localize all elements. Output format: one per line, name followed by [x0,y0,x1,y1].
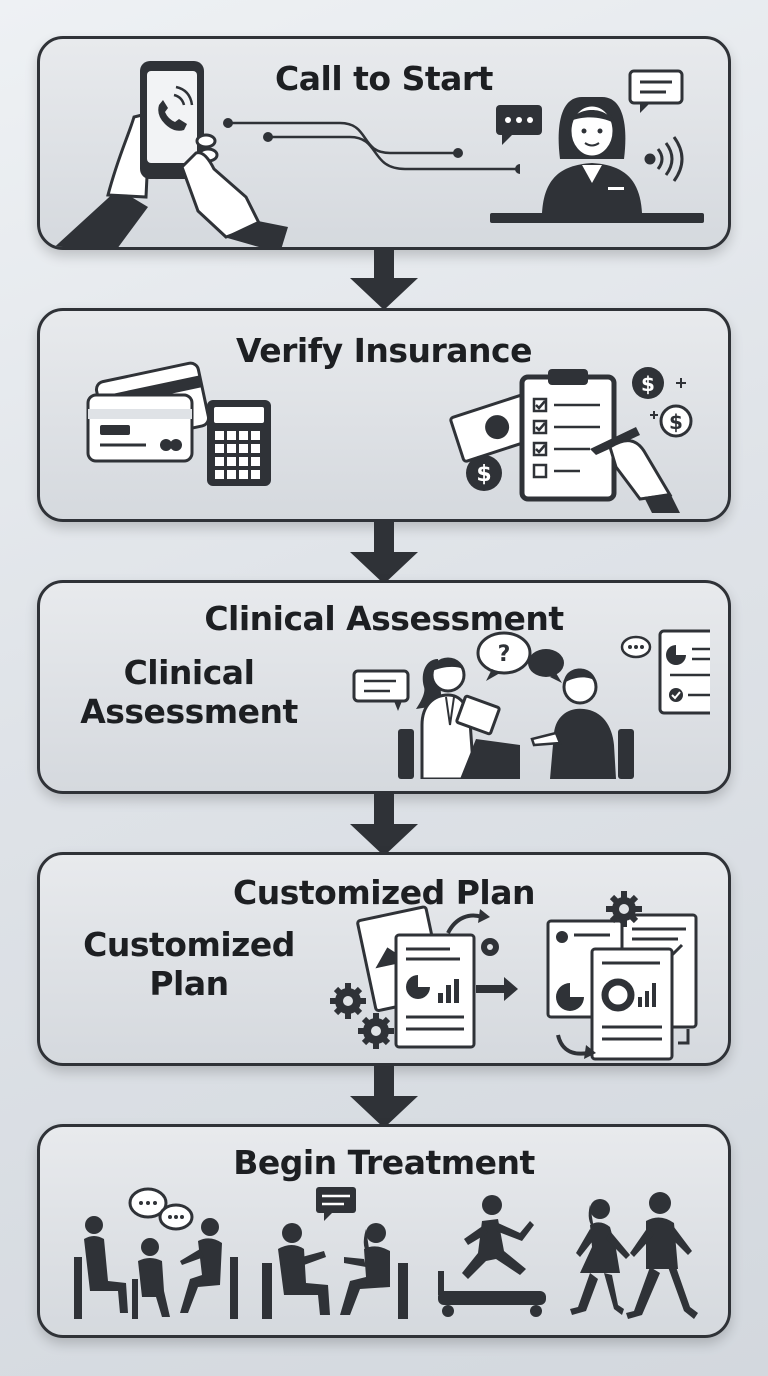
svg-text:$: $ [641,372,655,396]
step-side-label: Clinical Assessment [76,653,302,731]
report-icon [620,629,710,715]
question-bubble-icon: ? [476,631,564,683]
group-therapy-icon [74,1187,238,1319]
dollar-coins-icon: $ $ [632,367,693,438]
receptionist-icon [490,69,704,223]
credit-cards-icon [86,361,211,463]
svg-text:$: $ [669,410,683,434]
charts-icon [590,947,674,1061]
treadmill-runner-icon [438,1195,546,1317]
calculator-icon [207,400,271,486]
step-card-call-to-start: Call to Start [37,36,731,250]
step-side-label: Customized Plan [76,925,302,1003]
step-card-begin-treatment: Begin Treatment [37,1124,731,1338]
side-label-line: Customized [83,925,295,964]
sound-waves-icon [644,136,684,182]
step-title: Clinical Assessment [204,599,564,638]
step-card-clinical-assessment: Clinical Assessment Clinical Assessment … [37,580,731,794]
counseling-icon [262,1187,408,1319]
walking-couple-icon [570,1192,698,1319]
flow-arrow [350,250,418,310]
clinician-with-clipboard-icon: ? [352,629,710,779]
step-card-customized-plan: Customized Plan Customized Plan [37,852,731,1066]
flow-arrow [350,1066,418,1128]
clipboard-checklist-icon: $ $ $ [449,367,693,513]
flow-arrow [350,794,418,856]
svg-text:?: ? [498,642,511,667]
flow-arrow [350,522,418,584]
gears-icon [330,983,394,1049]
documents-icon [330,891,698,1061]
step-card-verify-insurance: Verify Insurance $ [37,308,731,522]
patient-icon [530,668,616,779]
connection-lines-icon [223,118,520,174]
svg-text:$: $ [476,462,491,487]
chat-bubble-icon [496,69,684,145]
step-title: Customized Plan [233,873,535,912]
step-title: Begin Treatment [233,1143,535,1182]
side-label-line: Assessment [80,692,298,731]
phone-in-hand-icon [54,61,288,247]
side-label-line: Plan [149,964,229,1003]
step-title: Call to Start [275,59,493,98]
side-label-line: Clinical [123,653,255,692]
step-title: Verify Insurance [236,331,532,370]
